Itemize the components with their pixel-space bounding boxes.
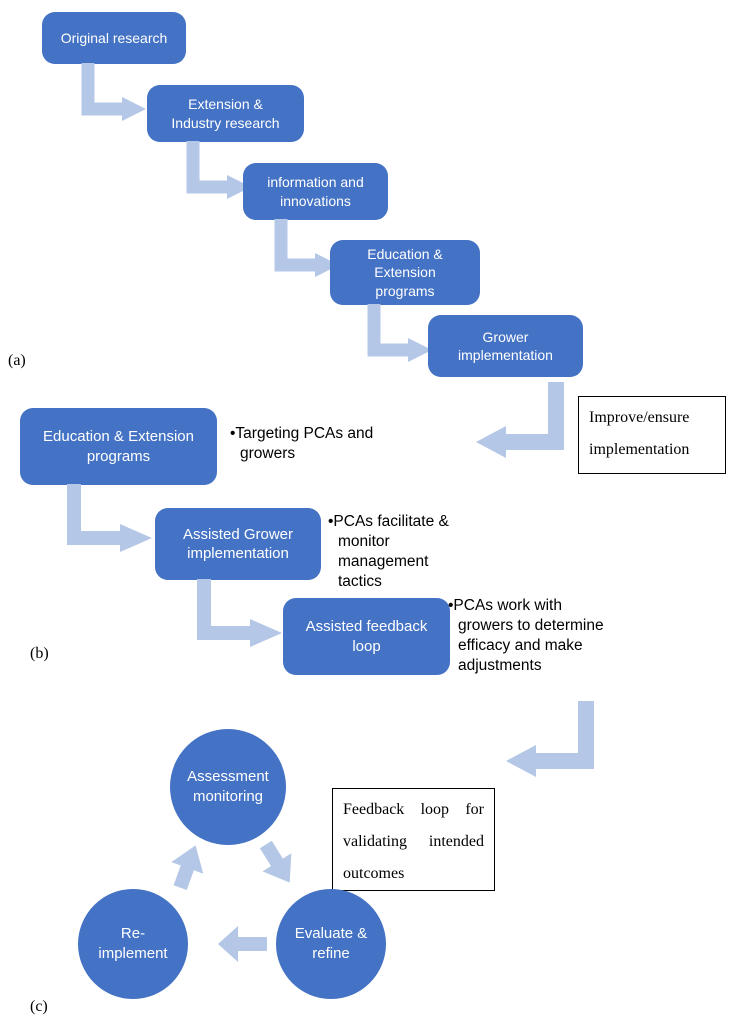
note-feedback-loop: Feedback loop for validating intended ou…: [332, 788, 495, 891]
elbow-arrow-a1: [81, 63, 146, 121]
cycle-arrow-down: [259, 840, 292, 883]
cycle-arrow-left: [218, 926, 267, 962]
cycle-circle-re-implement: Re-implement: [78, 889, 188, 999]
cycle-arrow-up: [171, 845, 204, 891]
flow-box-assisted-grower-implementation: Assisted Grower implementation: [155, 508, 321, 580]
section-label-b: (b): [30, 645, 49, 662]
elbow-arrow-a2: [186, 141, 251, 199]
note-improve-ensure-implementation: Improve/ensure implementation: [578, 396, 726, 474]
flow-box-original-research: Original research: [42, 12, 186, 64]
elbow-arrow-a3: [274, 219, 339, 277]
flow-box-grower-implementation: Grower implementation: [428, 315, 583, 377]
bullet-targeting-pcas: •Targeting PCAs and growers: [230, 425, 374, 463]
cycle-circle-evaluate-refine: Evaluate & refine: [276, 889, 386, 999]
elbow-arrow-b2: [197, 579, 282, 647]
flow-box-assisted-feedback-loop: Assisted feedback loop: [283, 598, 450, 675]
flow-box-information-innovations: information and innovations: [243, 163, 388, 220]
bullet-pcas-facilitate: •PCAs facilitate & monitor management ta…: [328, 513, 449, 591]
bent-arrow-improve: [476, 382, 564, 458]
section-label-c: (c): [30, 998, 48, 1015]
elbow-arrow-b1: [67, 484, 152, 552]
flow-box-education-extension-programs: Education & Extension programs: [330, 240, 480, 305]
elbow-arrow-a4: [367, 304, 432, 362]
cycle-circle-assessment-monitoring: Assessment monitoring: [170, 729, 286, 845]
flow-box-education-extension-programs-b: Education & Extension programs: [20, 408, 217, 485]
bent-arrow-feedback: [506, 701, 594, 777]
bullet-pcas-work: •PCAs work with growers to determine eff…: [448, 597, 604, 675]
section-label-a: (a): [8, 352, 26, 369]
flow-box-extension-industry-research: Extension & Industry research: [147, 85, 304, 142]
